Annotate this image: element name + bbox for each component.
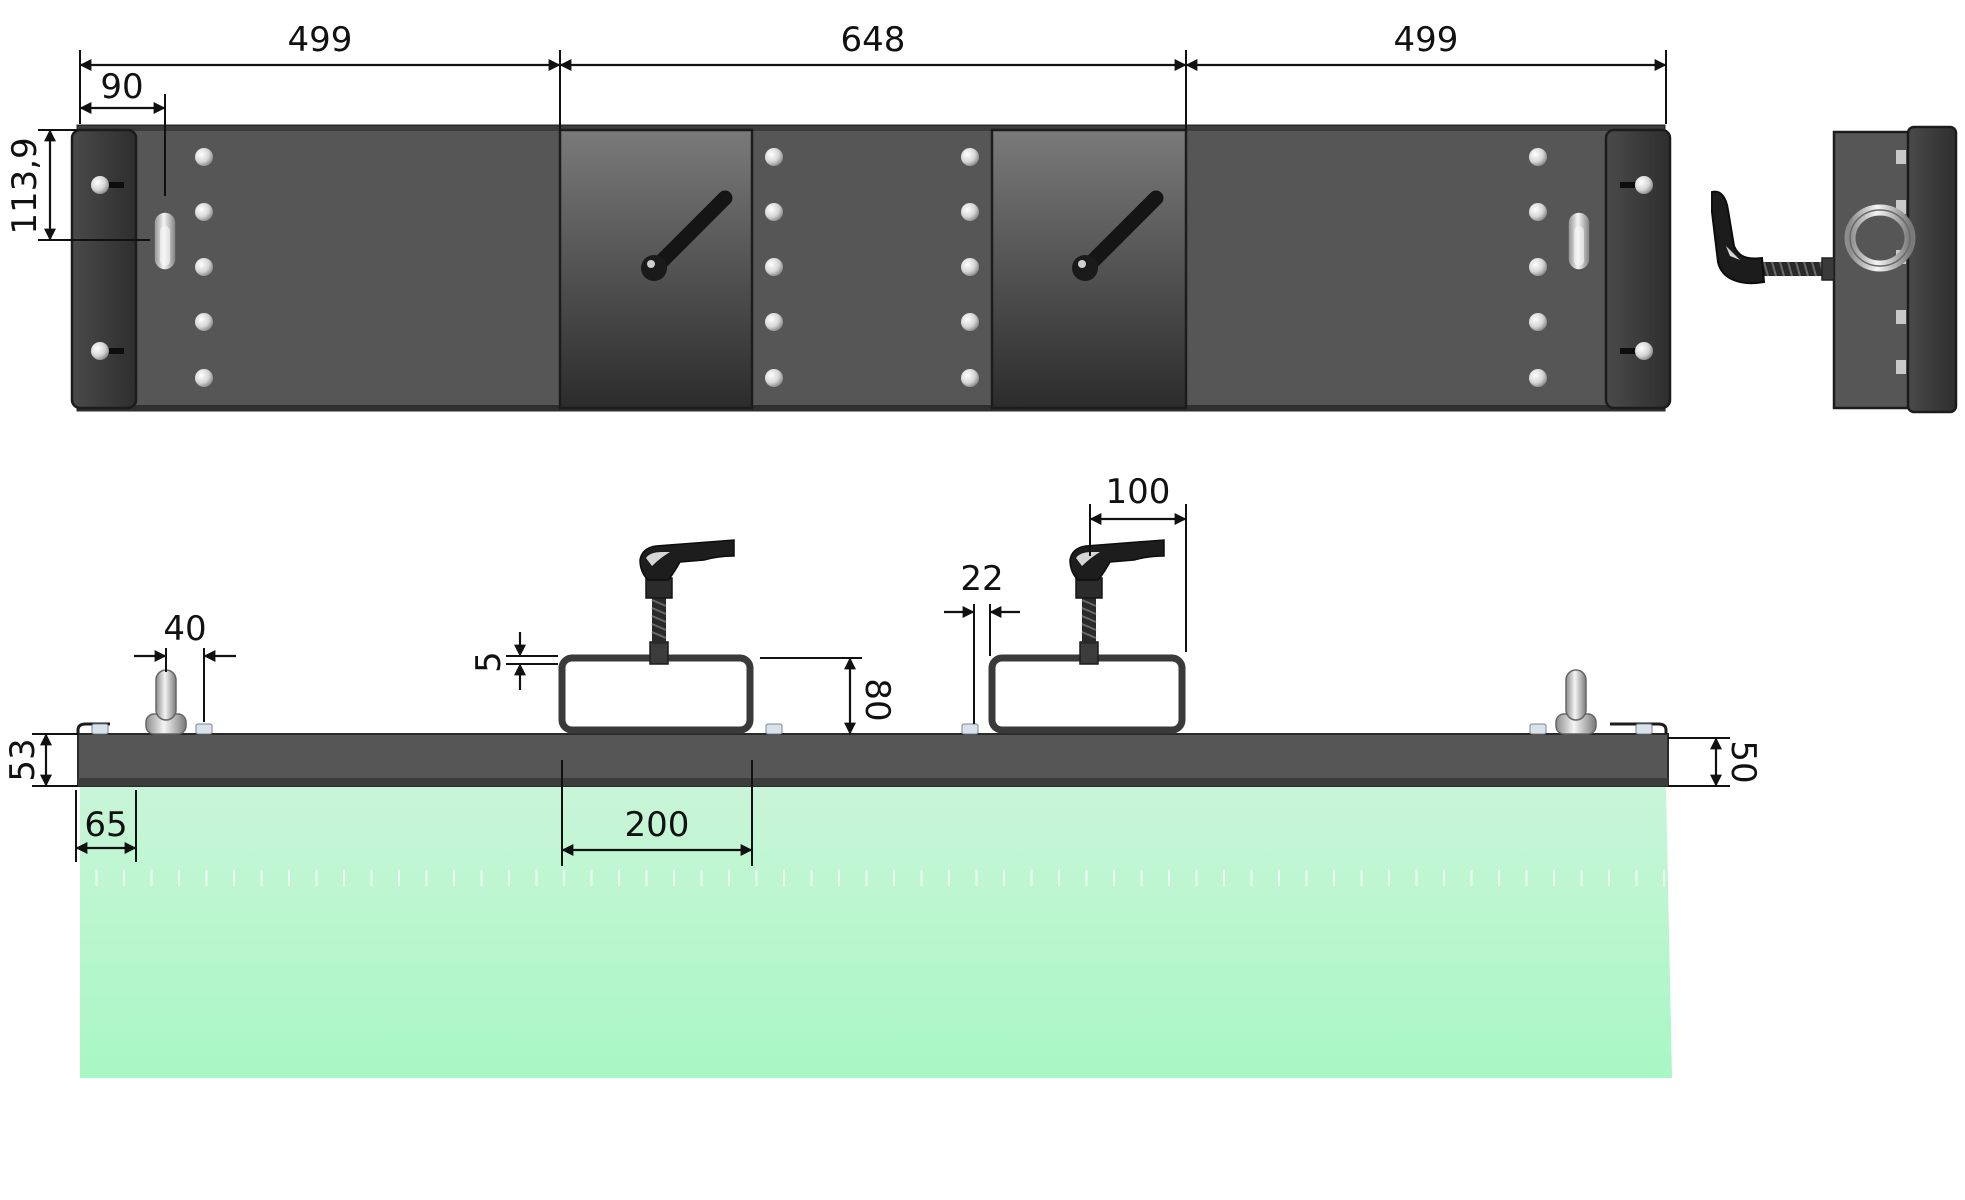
dim-top-middle-span: 648 [841,20,906,60]
dim-bolt-spacing: 22 [960,559,1003,599]
dim-bracket-width: 200 [625,805,690,845]
dimension-labels: 499 648 499 90 113,9 100 22 40 5 80 53 5… [3,20,1763,845]
brush-body-front [77,733,1669,787]
end-plate-right [1604,128,1672,410]
end-plate [1906,125,1958,414]
dim-top-left-span: 499 [288,20,353,60]
end-plate-left [70,128,138,410]
bolt-column [765,148,783,387]
threaded-rod [1760,257,1835,281]
bolt-column [1529,148,1547,387]
locking-pin-top-right [1567,211,1591,271]
bolt-column [195,148,213,387]
brush-body-top [76,124,1666,412]
clamp-bracket-right [988,654,1186,734]
dim-clamp-depth: 100 [1106,472,1171,512]
locking-pin-top-left [153,211,177,271]
front-view [76,539,1672,1078]
dim-bracket-thickness: 5 [469,651,509,673]
locking-pin-left [145,669,187,735]
dim-top-right-span: 499 [1394,20,1459,60]
end-plate-bolts [91,176,1653,360]
clamp-handle-left [641,190,733,281]
clamp-handle-right [1072,190,1164,281]
clamp-lever [1711,190,1766,285]
dim-pin-width: 40 [163,609,206,649]
locking-pin-right [1555,669,1597,735]
body-nuts [91,723,1653,735]
dim-body-height-left: 53 [3,738,43,781]
end-cap-right [1610,722,1668,734]
bolt-column [961,148,979,387]
clamp-bracket-left [558,654,754,734]
dim-end-plate-width: 90 [100,67,143,107]
dimension-lines [32,50,1730,866]
eye-nut [1844,204,1916,272]
side-view [1711,125,1958,414]
top-view [70,124,1672,412]
dim-pin-height: 113,9 [5,137,45,234]
clamp-lever-right [1069,539,1165,665]
end-cap-left [76,722,110,734]
dim-end-offset: 65 [84,805,127,845]
dim-body-height-right: 50 [1723,740,1763,783]
dim-bracket-height: 80 [857,678,897,721]
clamp-lever-left [639,539,735,665]
